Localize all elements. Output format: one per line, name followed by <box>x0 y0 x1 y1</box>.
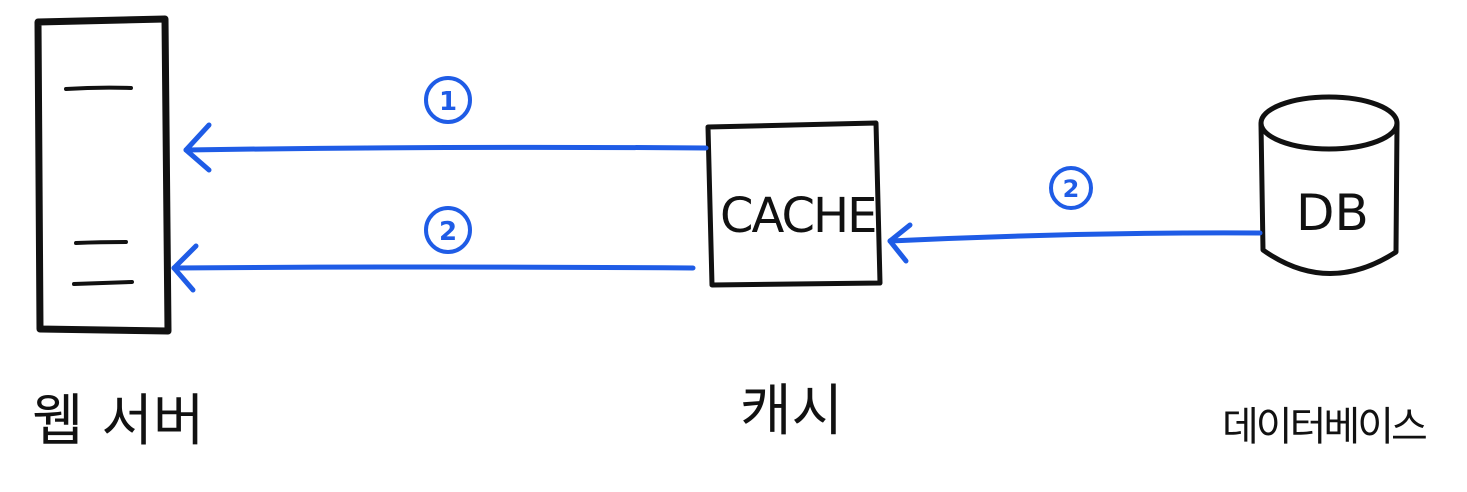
step-2-circle-lower <box>1049 166 1093 210</box>
arrow-cache-to-web-server-2: 2 <box>171 206 696 293</box>
arrow-cache-to-web-server-1: 1 <box>183 76 709 173</box>
database-cylinder-body <box>1258 121 1400 276</box>
arrow-1-head <box>183 122 212 173</box>
web-server-rack-shape <box>34 15 172 335</box>
cache-box-shape <box>705 120 883 288</box>
cache-node: CACHE <box>705 120 883 288</box>
arrow-2-shaft <box>171 264 696 271</box>
arrow-3-head <box>887 222 913 264</box>
database-node: DB <box>1258 94 1400 276</box>
step-2-label-upper: 2 <box>439 217 457 247</box>
arrow-2-head <box>171 243 199 293</box>
cache-caption: 캐시 <box>740 379 843 444</box>
web-server-slot-line-3 <box>72 280 134 286</box>
cache-box-label: CACHE <box>720 188 875 244</box>
step-2-circle-upper <box>424 206 472 254</box>
step-2-label-lower: 2 <box>1063 175 1080 203</box>
step-1-circle <box>424 76 472 124</box>
web-server-caption: 웹 서버 <box>32 389 204 454</box>
step-1-label: 1 <box>439 87 457 117</box>
arrow-1-shaft <box>183 144 709 153</box>
web-server-node <box>34 15 172 335</box>
database-box-label: DB <box>1296 184 1369 242</box>
arrow-database-to-cache: 2 <box>887 166 1263 264</box>
database-caption: 데이터베이스 <box>1222 404 1426 450</box>
web-server-slot-line-1 <box>64 85 133 91</box>
web-server-slot-line-2 <box>74 240 128 245</box>
database-cylinder-top <box>1258 94 1400 152</box>
arrow-3-shaft <box>887 230 1263 244</box>
